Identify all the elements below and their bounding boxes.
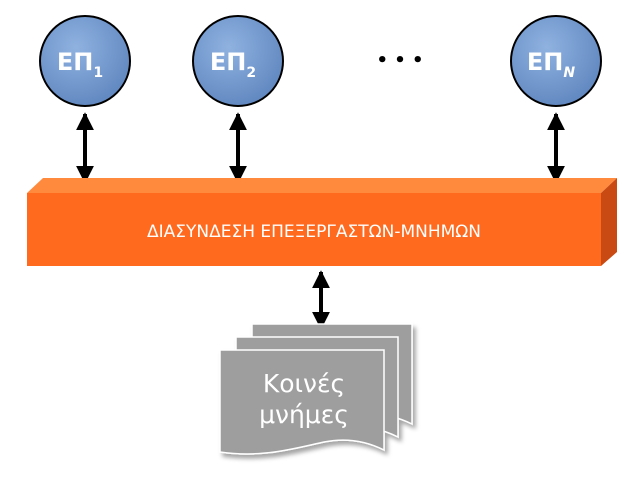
ellipsis: • • • — [376, 50, 423, 71]
interconnect-side-face — [601, 178, 617, 266]
shared-memory-stack — [219, 323, 413, 455]
processor-circle-1 — [39, 15, 131, 107]
processor-circle-2 — [192, 15, 284, 107]
memory-label-line2: μνήμες — [259, 400, 349, 429]
processor-label-1: ΕΠ1 — [57, 48, 103, 81]
interconnect-bus: ΔΙΑΣΥΝΔΕΣΗ ΕΠΕΞΕΡΓΑΣΤΩΝ-ΜΝΗΜΩΝ — [27, 178, 617, 266]
processor-label-2: ΕΠ2 — [210, 48, 256, 81]
interconnect-label: ΔΙΑΣΥΝΔΕΣΗ ΕΠΕΞΕΡΓΑΣΤΩΝ-ΜΝΗΜΩΝ — [147, 222, 481, 242]
processor-label-n: ΕΠN — [527, 48, 575, 81]
processor-node-2: ΕΠ2 — [192, 15, 284, 107]
processor-node-1: ΕΠ1 — [39, 15, 131, 107]
processor-circle-n — [510, 15, 602, 107]
processor-node-n: ΕΠN — [510, 15, 602, 107]
interconnect-top-face — [27, 178, 617, 193]
interconnect-front-face — [27, 193, 601, 266]
memory-page-front — [219, 349, 385, 455]
memory-label-line1: Κοινές — [263, 369, 345, 398]
